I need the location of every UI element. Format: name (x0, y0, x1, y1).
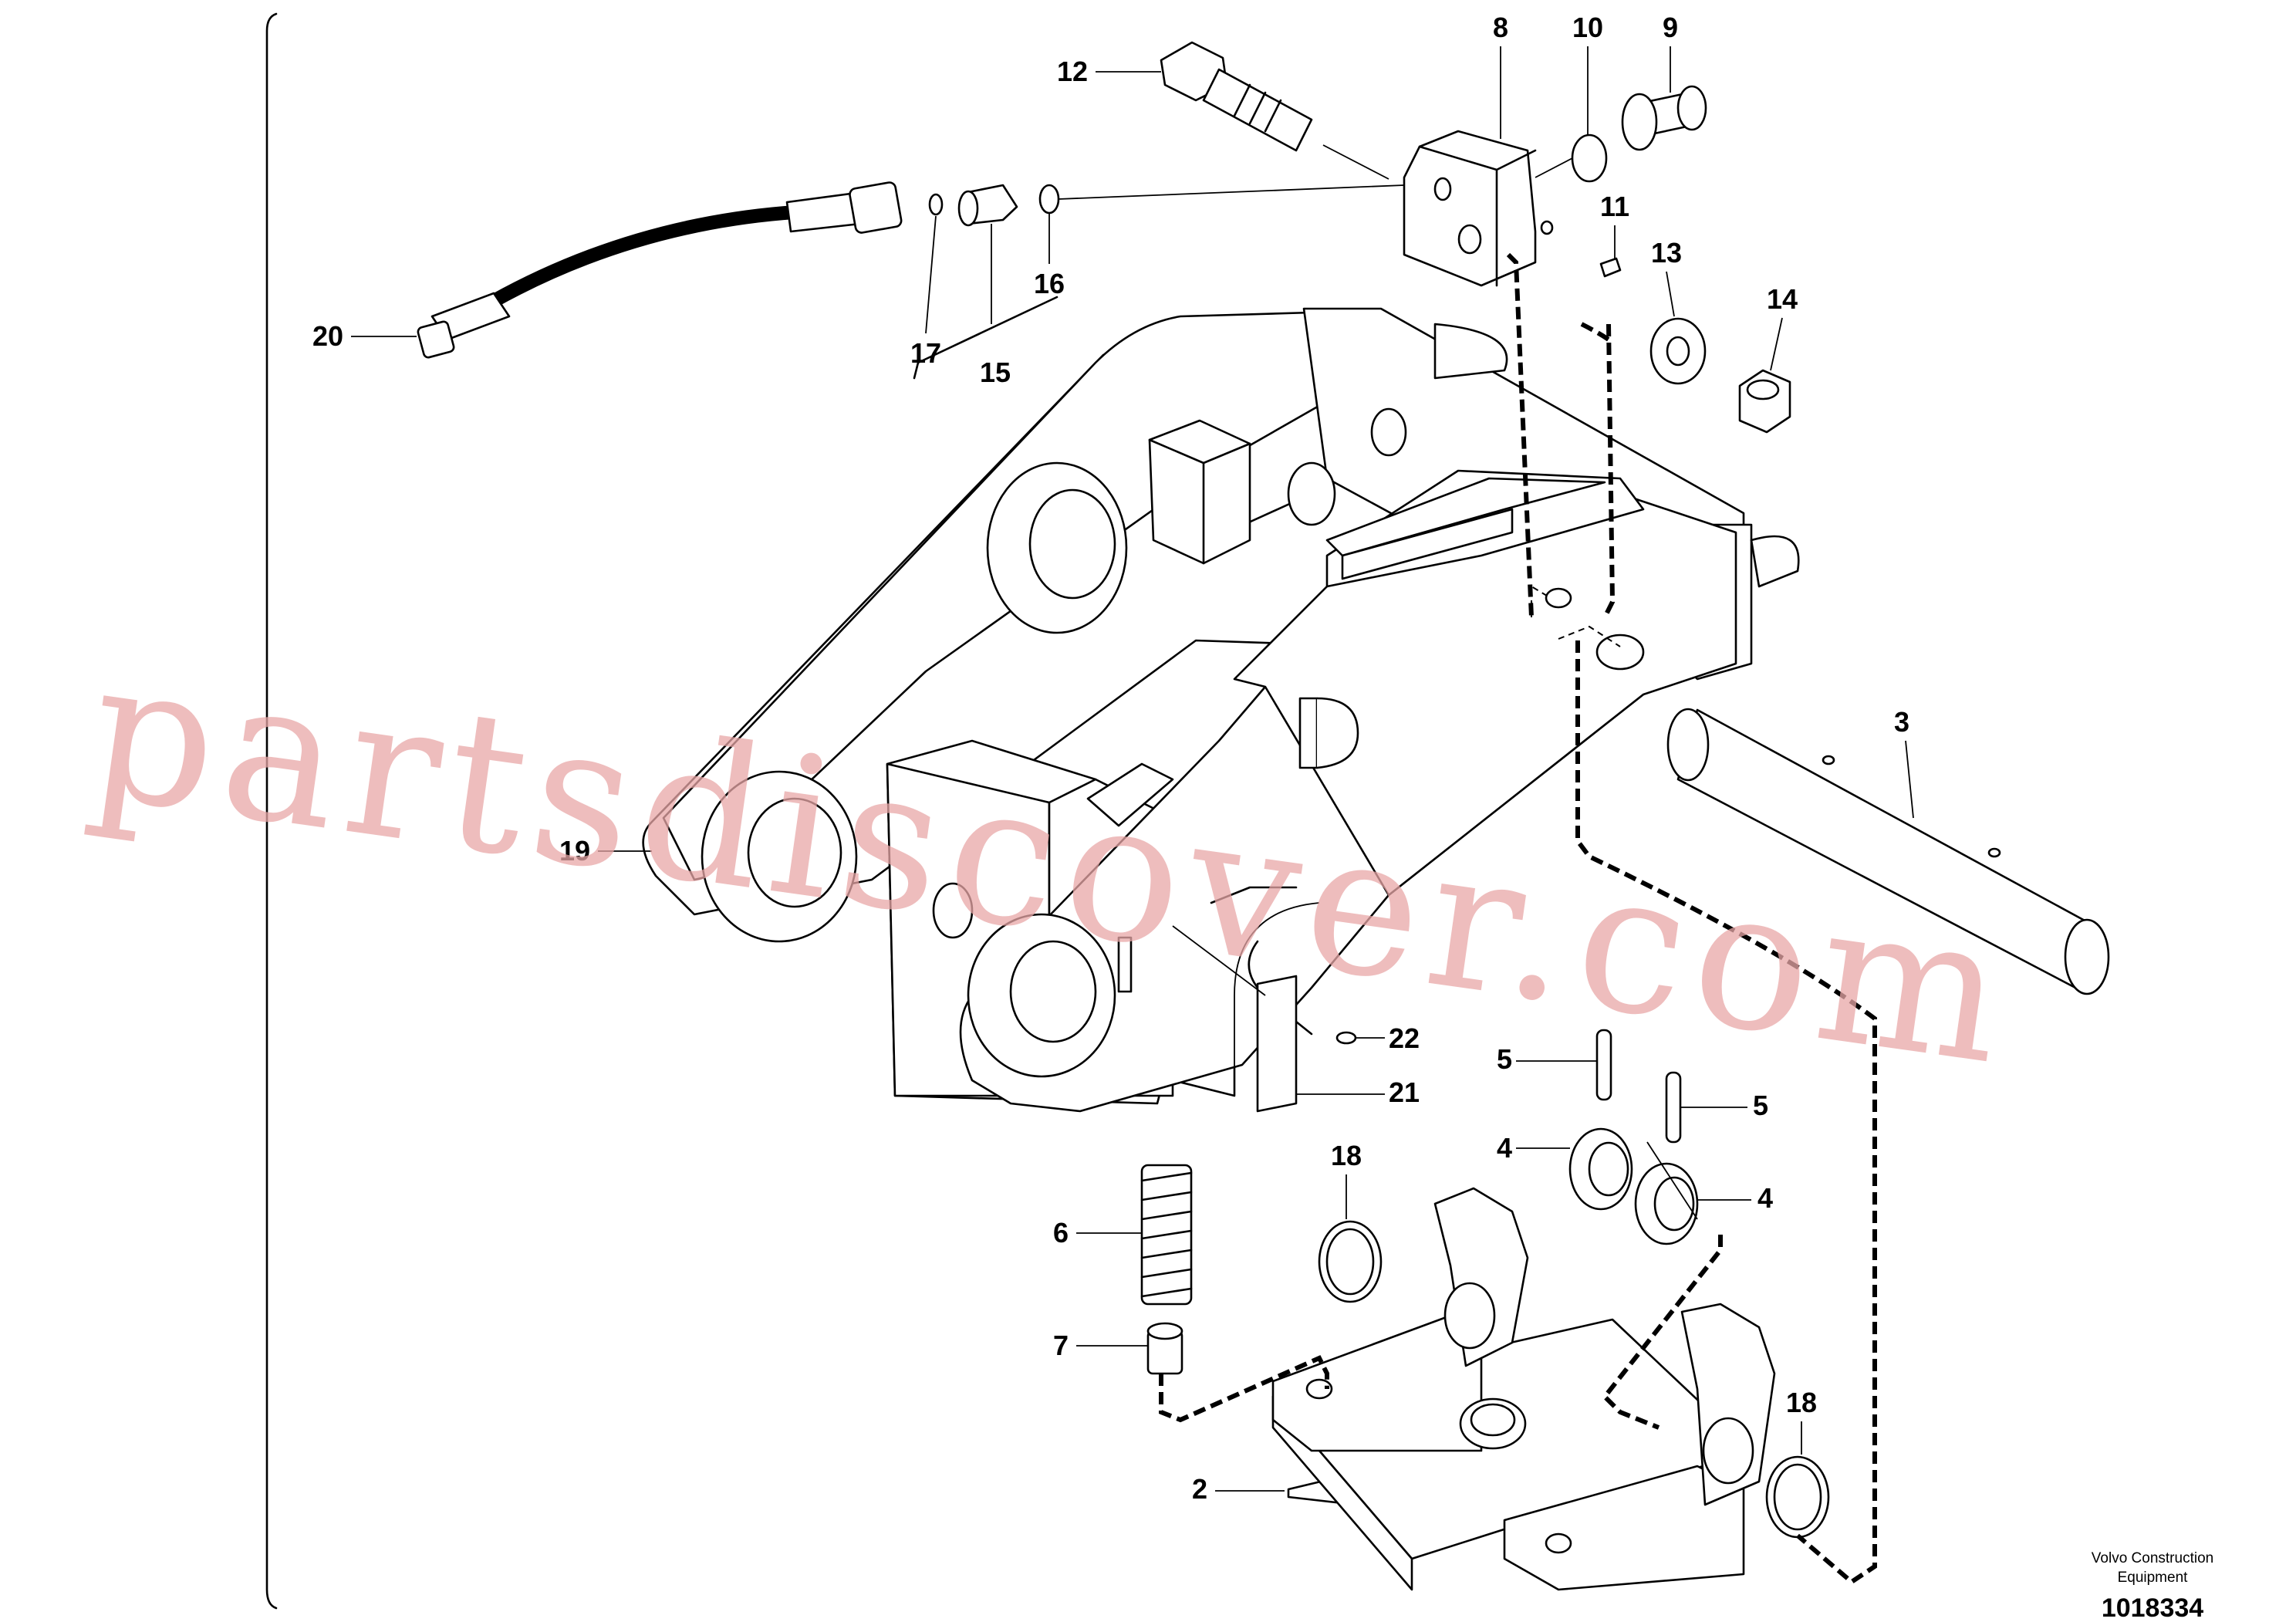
svg-text:16: 16 (1034, 268, 1065, 299)
svg-text:9: 9 (1663, 12, 1678, 43)
lock-ring-right (1634, 1162, 1699, 1245)
callout-17: 17 (910, 215, 941, 369)
callout-21: 21 (1296, 1076, 1420, 1108)
valve-block (1403, 130, 1554, 287)
svg-text:5: 5 (1497, 1043, 1512, 1075)
svg-text:4: 4 (1757, 1182, 1773, 1214)
callout-15: 15 (913, 224, 1059, 388)
hydraulic-hose (417, 181, 903, 359)
svg-text:21: 21 (1389, 1076, 1420, 1108)
callout-13: 13 (1651, 237, 1682, 317)
locking-wedge (1271, 1187, 1776, 1591)
svg-text:18: 18 (1331, 1140, 1362, 1171)
svg-text:4: 4 (1497, 1132, 1512, 1164)
bushing (1146, 1322, 1183, 1375)
callout-4a: 4 (1497, 1132, 1570, 1164)
callout-10: 10 (1572, 12, 1603, 135)
credit-line-2: Equipment (2118, 1570, 2189, 1586)
adapter-fitting (957, 184, 1018, 227)
svg-text:2: 2 (1192, 1473, 1207, 1505)
plug (1621, 85, 1707, 151)
svg-text:7: 7 (1053, 1330, 1069, 1361)
callout-8: 8 (1493, 12, 1508, 139)
svg-text:13: 13 (1651, 237, 1682, 269)
spring-pin-right (1665, 1071, 1682, 1144)
o-ring-10 (1571, 133, 1608, 183)
callout-11: 11 (1600, 191, 1629, 259)
small-screw (1335, 1031, 1357, 1045)
callout-16: 16 (1034, 213, 1065, 299)
callout-18a: 18 (1331, 1140, 1362, 1219)
spring-pin-left (1595, 1029, 1612, 1101)
spring (1140, 1164, 1193, 1306)
drawing-number: 1018334 (2102, 1593, 2203, 1622)
callout-2: 2 (1192, 1473, 1285, 1505)
callout-3: 3 (1894, 706, 1914, 819)
lock-nut (1738, 369, 1791, 434)
washer (1649, 317, 1707, 385)
main-pin (1666, 708, 2110, 995)
callout-20: 20 (312, 320, 417, 352)
svg-text:18: 18 (1786, 1387, 1817, 1418)
assembly-line (1506, 252, 1610, 618)
callout-14: 14 (1767, 283, 1798, 371)
callout-4b: 4 (1697, 1182, 1773, 1214)
callout-6: 6 (1053, 1217, 1142, 1249)
svg-text:5: 5 (1753, 1090, 1768, 1121)
callout-18b: 18 (1786, 1387, 1817, 1455)
svg-text:10: 10 (1572, 12, 1603, 43)
callout-9: 9 (1663, 12, 1678, 93)
o-ring-16 (1038, 184, 1060, 215)
svg-text:11: 11 (1600, 191, 1629, 222)
svg-text:15: 15 (980, 357, 1011, 388)
svg-text:17: 17 (910, 337, 941, 369)
callout-7: 7 (1053, 1330, 1148, 1361)
bolt (1160, 41, 1313, 152)
group-bracket (265, 12, 278, 1610)
callout-19: 19 (559, 835, 652, 867)
callout-5b: 5 (1680, 1090, 1768, 1121)
callout-5a: 5 (1497, 1043, 1597, 1075)
svg-text:22: 22 (1389, 1022, 1420, 1054)
svg-text:20: 20 (312, 320, 343, 352)
svg-text:12: 12 (1057, 56, 1088, 87)
svg-text:3: 3 (1894, 706, 1909, 738)
callout-22: 22 (1356, 1022, 1420, 1054)
lock-ring-left (1568, 1127, 1633, 1211)
svg-text:14: 14 (1767, 283, 1798, 315)
svg-text:19: 19 (559, 835, 590, 867)
quick-coupler-frame (642, 307, 1800, 1113)
small-pin (1599, 257, 1622, 278)
callout-12: 12 (1057, 56, 1161, 87)
plate (1256, 975, 1298, 1113)
credit-line-1: Volvo Construction (2092, 1550, 2213, 1566)
svg-text:6: 6 (1053, 1217, 1069, 1249)
o-ring-small (928, 193, 944, 216)
svg-text:8: 8 (1493, 12, 1508, 43)
